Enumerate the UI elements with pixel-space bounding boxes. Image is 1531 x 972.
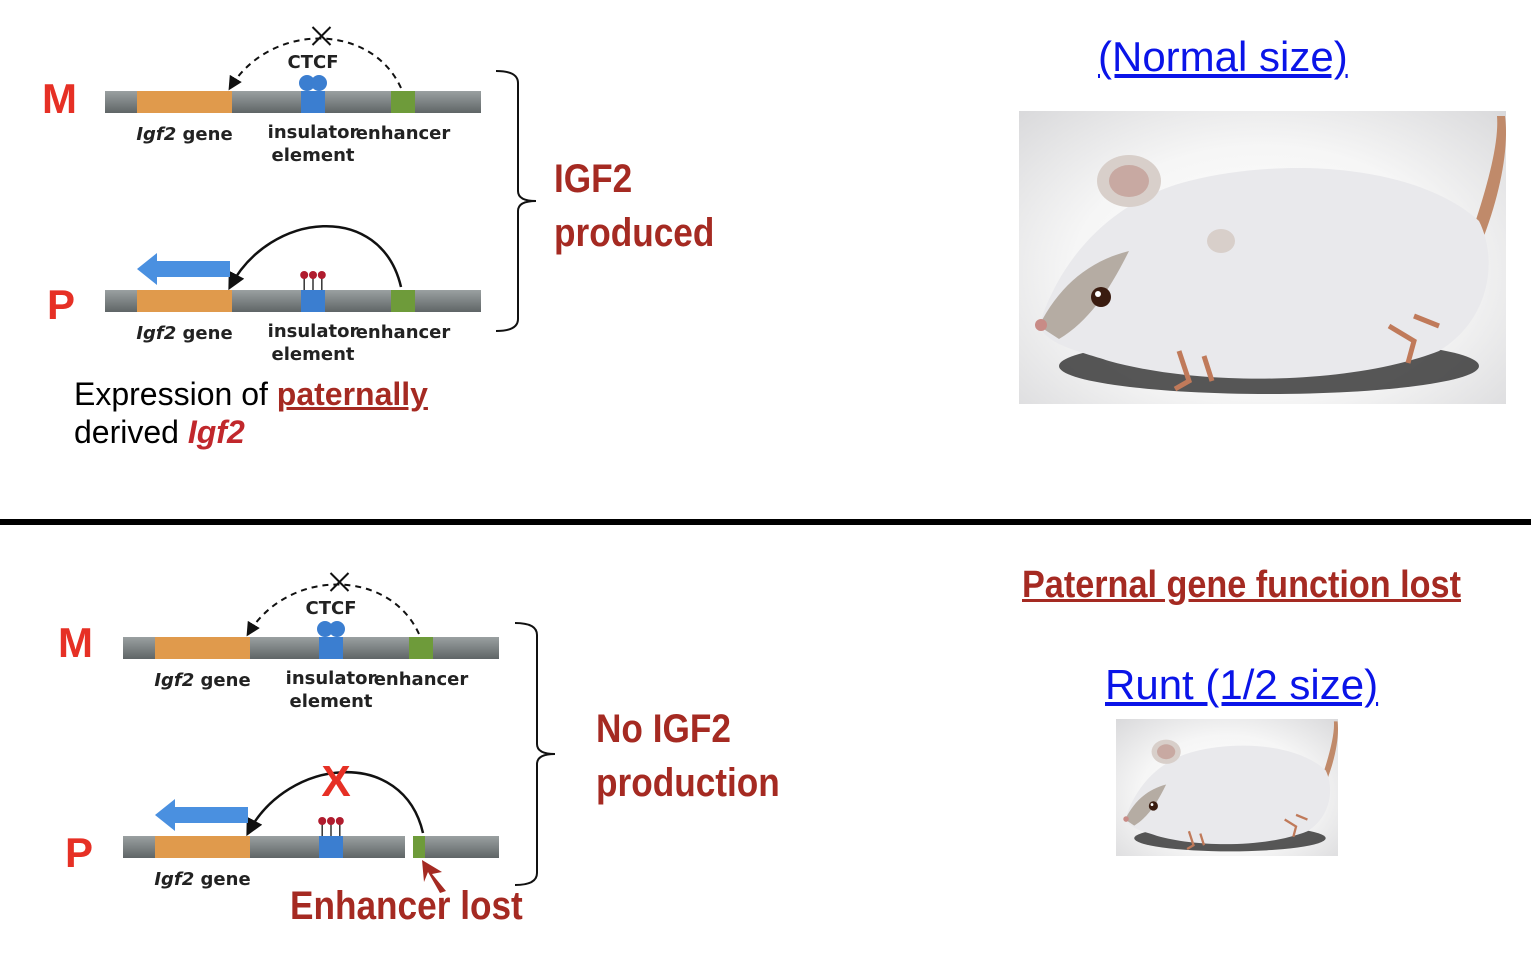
runt-size-caption[interactable]: Runt (1/2 size) bbox=[1105, 661, 1379, 708]
normal-mouse-image bbox=[1019, 111, 1506, 404]
insulator-label: insulator bbox=[268, 122, 359, 143]
expression-line2-prefix: derived bbox=[74, 414, 188, 450]
methyl-group bbox=[327, 817, 335, 825]
enhancer-segment bbox=[391, 91, 415, 113]
element-label: element bbox=[272, 145, 355, 166]
ctcf-label: CTCF bbox=[306, 598, 357, 619]
maternal-allele-label-bottom: M bbox=[58, 619, 93, 666]
paternal-allele-label: P bbox=[47, 281, 76, 328]
methyl-group bbox=[309, 271, 317, 279]
bottom-bracket bbox=[514, 622, 556, 886]
enhancer-lost-label: Enhancer lost bbox=[290, 884, 523, 928]
ctcf-protein bbox=[329, 621, 345, 637]
enhancer-blocked-x-icon: X bbox=[321, 757, 350, 806]
igf2-produced-label: IGF2 produced bbox=[554, 157, 715, 255]
methyl-group bbox=[318, 817, 327, 825]
paternally-emphasis: paternally bbox=[276, 376, 428, 412]
methyl-group bbox=[300, 271, 309, 279]
ctcf-protein bbox=[299, 75, 315, 91]
element-label: element bbox=[272, 344, 355, 365]
enhancer-activation-arc bbox=[228, 224, 403, 291]
insulator-segment bbox=[301, 290, 325, 312]
igf2-gene-label: Igf2 gene bbox=[136, 323, 232, 344]
normal-size-caption[interactable]: (Normal size) bbox=[1098, 33, 1348, 80]
mouse-icon bbox=[1123, 721, 1338, 852]
runt-mouse-image bbox=[1116, 719, 1338, 856]
ctcf-protein bbox=[311, 75, 327, 91]
maternal-allele-label: M bbox=[42, 75, 77, 122]
enhancer-label: enhancer bbox=[374, 669, 469, 690]
methyl-group bbox=[335, 817, 344, 825]
enhancer-segment bbox=[391, 290, 415, 312]
igf2-gene-segment bbox=[155, 637, 250, 659]
insulator-segment bbox=[319, 836, 343, 858]
ctcf-label: CTCF bbox=[288, 52, 339, 73]
insulator-segment bbox=[301, 91, 325, 113]
expression-prefix: Expression of bbox=[74, 376, 277, 412]
insulator-label: insulator bbox=[286, 668, 377, 689]
enhancer-segment bbox=[409, 637, 433, 659]
insulator-label: insulator bbox=[268, 321, 359, 342]
enhancer-gap bbox=[405, 835, 413, 859]
block-x-icon bbox=[329, 572, 350, 592]
no-igf2-production-label: No IGF2 production bbox=[596, 707, 780, 805]
igf2-gene-label: Igf2 gene bbox=[154, 670, 250, 691]
paternal-chromosome: Igf2 gene bbox=[123, 771, 499, 890]
paternal-allele-label-bottom: P bbox=[65, 829, 94, 876]
transcription-arrow-icon bbox=[155, 799, 248, 831]
mouse-icon bbox=[1035, 116, 1506, 394]
ctcf-protein bbox=[317, 621, 333, 637]
igf2-gene-segment bbox=[137, 290, 232, 312]
paternal-function-lost-heading[interactable]: Paternal gene function lost bbox=[1022, 564, 1461, 606]
methyl-group bbox=[317, 271, 326, 279]
igf2-gene-segment bbox=[155, 836, 250, 858]
element-label: element bbox=[290, 691, 373, 712]
enhancer-label: enhancer bbox=[356, 123, 451, 144]
expression-text: Expression of paternally derived Igf2 bbox=[74, 375, 428, 451]
insulator-segment bbox=[319, 637, 343, 659]
enhancer-remnant-segment bbox=[413, 836, 425, 858]
igf2-gene-label: Igf2 gene bbox=[154, 869, 250, 890]
block-x-icon bbox=[311, 26, 332, 46]
enhancer-label: enhancer bbox=[356, 322, 451, 343]
expression-gene: Igf2 bbox=[187, 414, 245, 450]
igf2-gene-segment bbox=[137, 91, 232, 113]
enhancer-activation-arc bbox=[246, 771, 425, 837]
top-bracket bbox=[495, 70, 537, 332]
igf2-gene-label: Igf2 gene bbox=[136, 124, 232, 145]
enhancer-lost-pointer-icon bbox=[422, 860, 446, 893]
transcription-arrow-icon bbox=[137, 253, 230, 285]
